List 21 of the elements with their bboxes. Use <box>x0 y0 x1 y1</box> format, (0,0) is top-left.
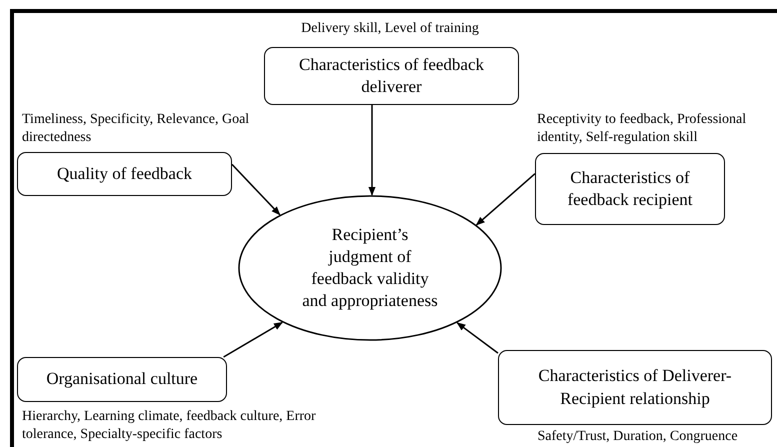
factor-details-text: Delivery skill, Level of training <box>300 20 480 38</box>
factor-box <box>535 153 725 225</box>
factor-label: Characteristics of feedback deliverer <box>298 54 486 98</box>
factor-box <box>17 152 232 196</box>
arrow <box>476 173 536 226</box>
arrow <box>231 164 280 216</box>
center-concept-text: Recipient’s judgment of feedback validity and appropriateness <box>301 224 439 312</box>
arrow <box>223 322 283 358</box>
factor-label: Characteristics of feedback recipient <box>566 166 694 211</box>
factor-label: Quality of feedback <box>57 162 192 185</box>
factor-details-text: Receptivity to feedback, Professional identity, Self-regulation skill <box>537 111 748 148</box>
factor-label: Characteristics of Deliverer-Recipient relationship <box>537 365 733 410</box>
factor-details-text: Hierarchy, Learning climate, feedback culture, Error tolerance, Specialty-specific factors <box>22 408 317 444</box>
arrow <box>456 322 498 354</box>
factor-box <box>17 357 227 402</box>
factor-label: Organisational culture <box>46 368 198 390</box>
factor-box <box>264 47 519 105</box>
arrow <box>368 105 376 196</box>
factor-details-text: Timeliness, Specificity, Relevance, Goal directedness <box>22 111 250 148</box>
factor-box <box>498 350 772 425</box>
factor-details-text: Safety/Trust, Duration, Congruence <box>536 428 739 446</box>
